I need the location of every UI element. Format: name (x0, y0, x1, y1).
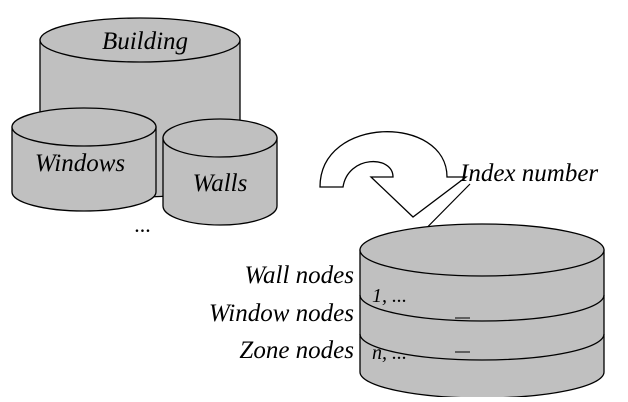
windows-cylinder: Windows (11, 107, 157, 212)
zone-nodes-label: Zone nodes (239, 337, 354, 364)
walls-label: Walls (193, 170, 248, 197)
building-cylinder-top (39, 17, 241, 63)
curved-arrow-icon (319, 131, 468, 218)
building-label: Building (102, 28, 188, 55)
node-database-divider-1 (359, 294, 605, 322)
windows-cylinder-body (11, 126, 157, 212)
walls-cylinder: Walls (162, 118, 278, 226)
index-number-label: Index number (459, 160, 598, 187)
curved-arrow-shape (319, 131, 468, 218)
wall-nodes-value: 1, ... (372, 285, 407, 307)
walls-cylinder-body (162, 137, 278, 226)
more-items-ellipsis: ... (135, 212, 152, 237)
node-database-divider-2 (359, 333, 605, 361)
wall-nodes-label: Wall nodes (245, 262, 355, 289)
zone-nodes-value: n, ... (372, 342, 407, 364)
windows-cylinder-top (11, 107, 157, 147)
windows-label: Windows (35, 150, 125, 177)
node-database-top (359, 223, 605, 277)
node-database-cylinder: 1, ... n, ... (359, 223, 605, 399)
window-nodes-label: Window nodes (209, 300, 354, 327)
walls-cylinder-top (162, 118, 278, 158)
